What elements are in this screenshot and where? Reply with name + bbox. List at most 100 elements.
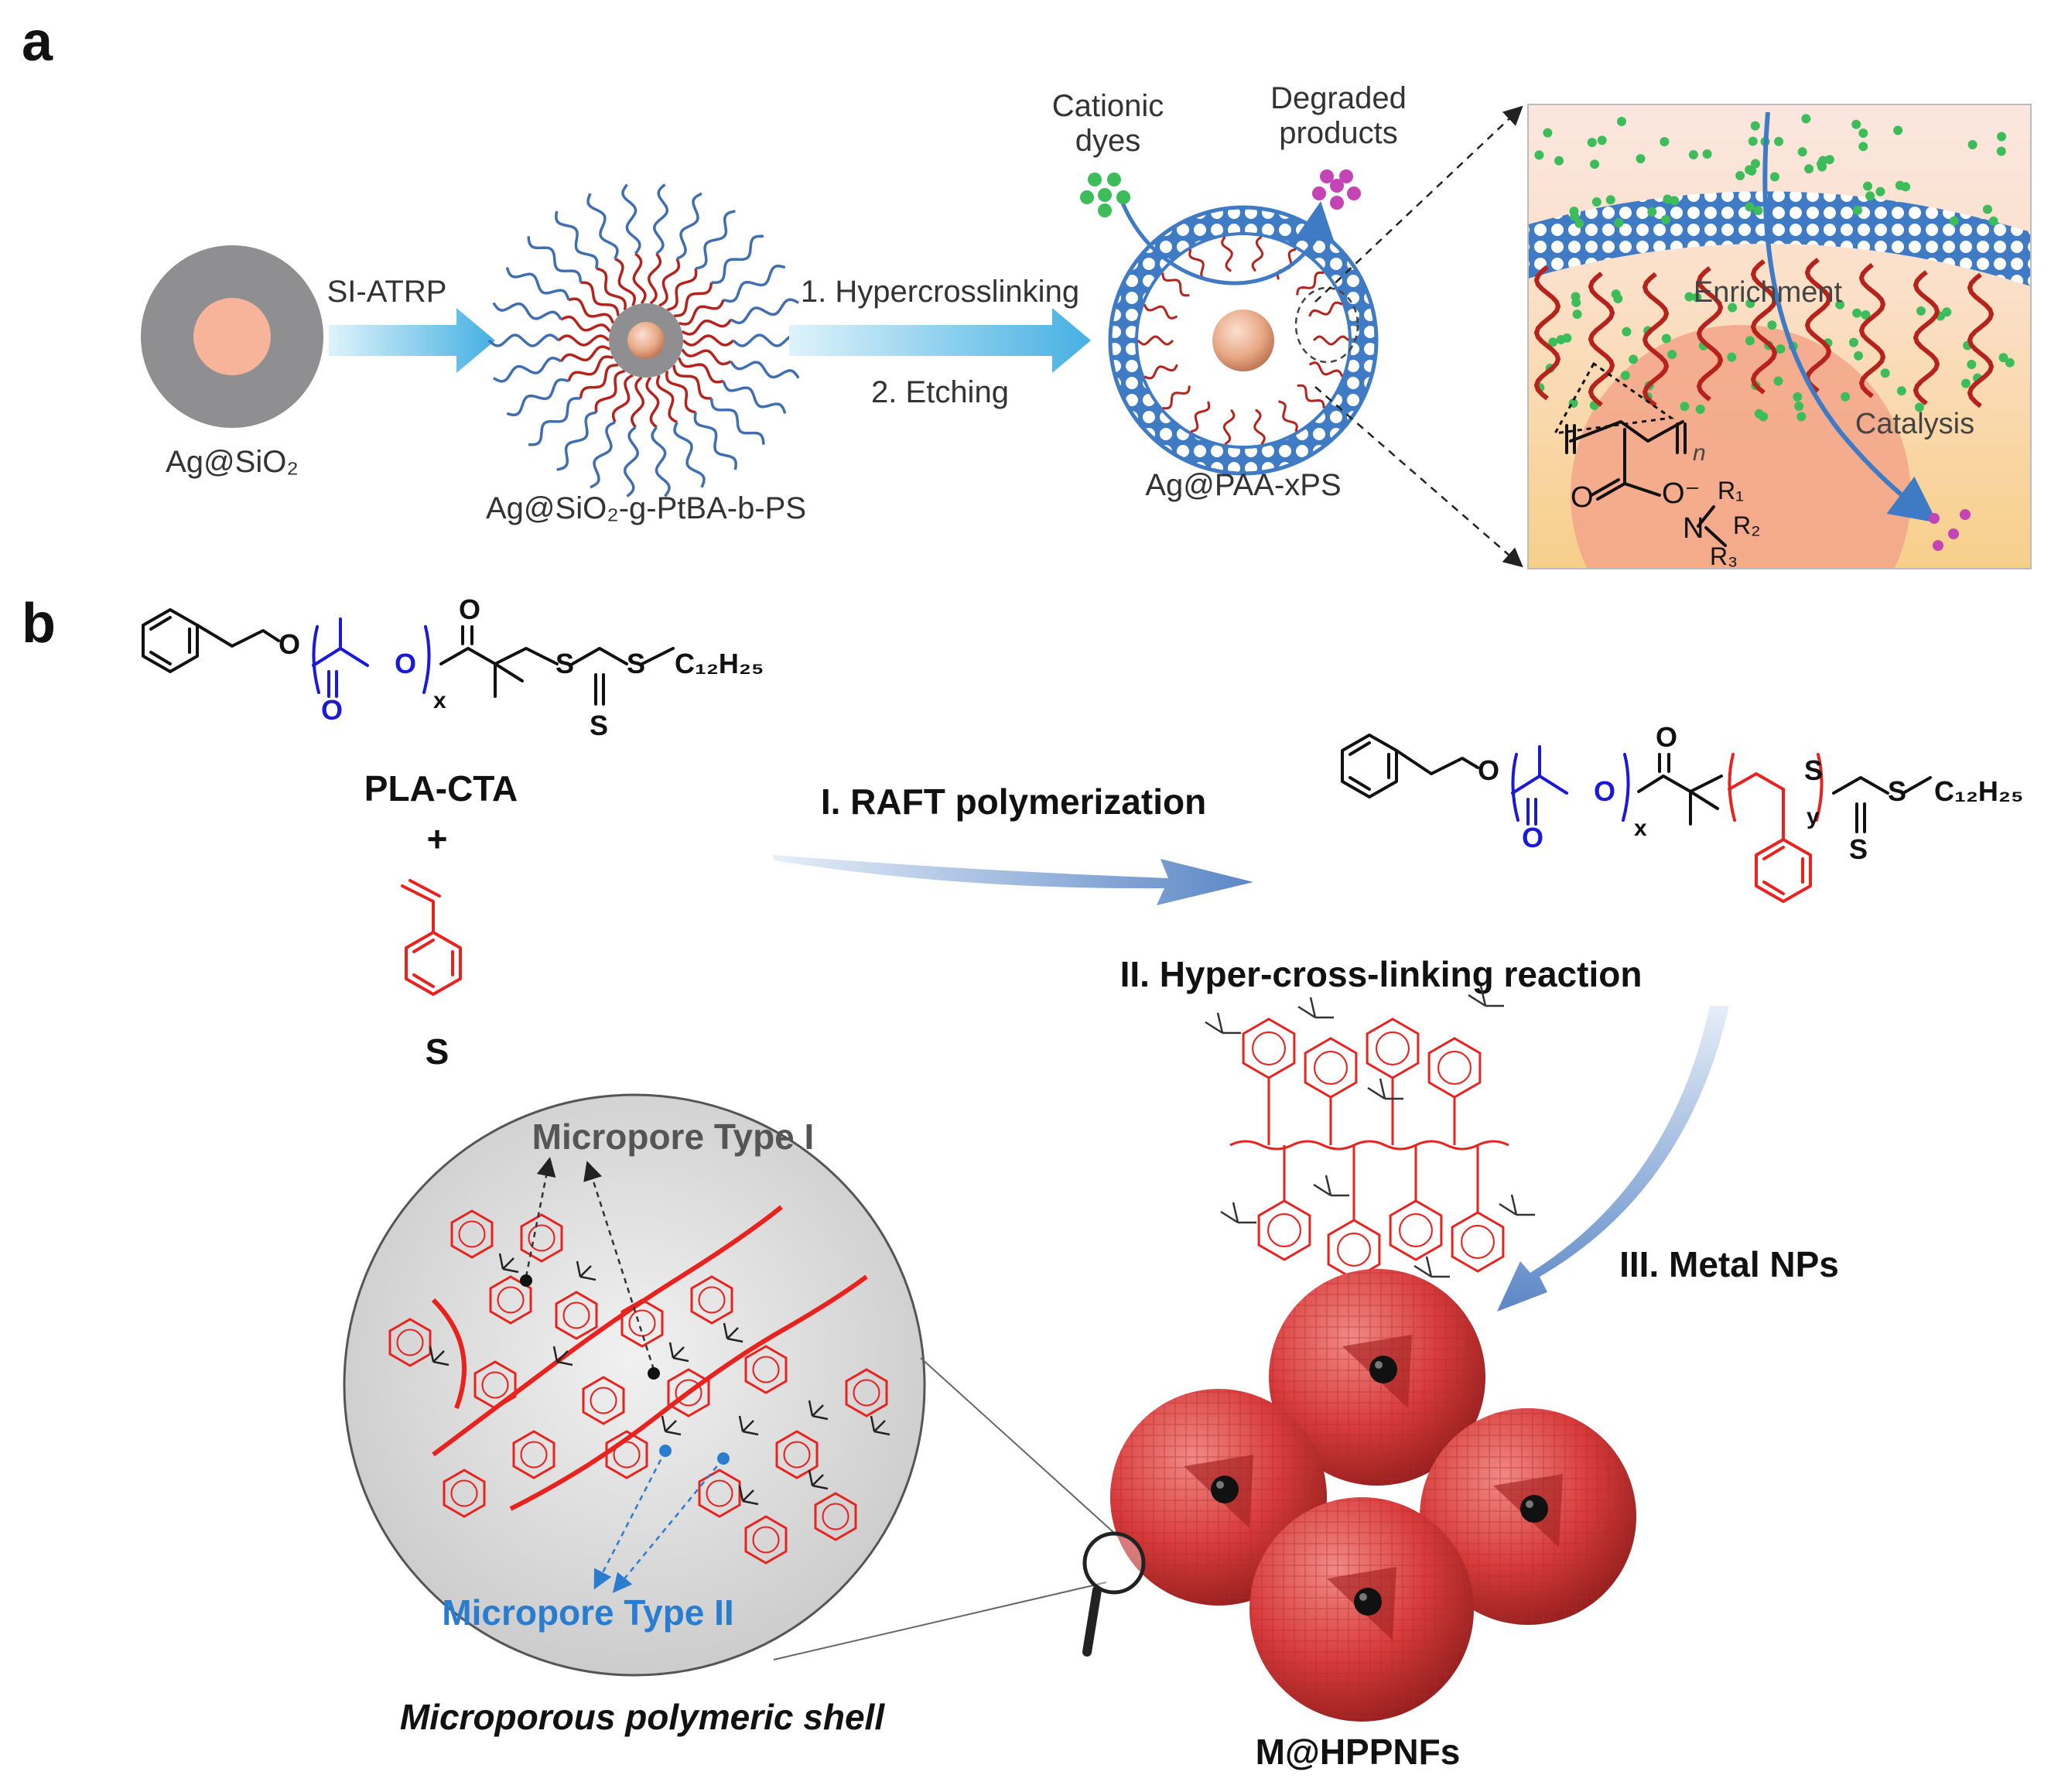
ps-block <box>492 302 562 320</box>
backbone <box>1229 1140 1509 1151</box>
dye-dot <box>1997 132 2007 142</box>
shell-ring <box>845 1368 888 1418</box>
pore-dot-4 <box>717 1452 730 1465</box>
network-ring-top-aromatic <box>1376 1031 1410 1065</box>
metal-np-core <box>1520 1495 1548 1523</box>
acetyl-group <box>1297 997 1334 1019</box>
inset-product-dots <box>1929 509 1971 551</box>
shell-ring <box>667 1368 710 1418</box>
inset-chain <box>1642 272 1670 408</box>
network-ring-bottom-aromatic <box>1267 1213 1301 1247</box>
shell-ring <box>814 1492 857 1541</box>
network-ring-top <box>1242 1017 1296 1079</box>
prod-s3: S <box>1888 775 1906 807</box>
shell-ring-aromatic <box>458 1220 486 1248</box>
pla-cta-label: PLA-CTA <box>364 768 518 809</box>
inset-chain <box>1750 259 1778 395</box>
dye-dot <box>1748 136 1758 146</box>
shell-ring <box>690 1275 733 1325</box>
paa-chain <box>1308 301 1343 317</box>
dye-dot <box>1543 128 1553 138</box>
dye-dot <box>1865 191 1875 201</box>
dye-dot <box>1835 299 1845 309</box>
acetyl-group <box>1205 1012 1241 1035</box>
dye-dot <box>1554 156 1564 166</box>
dye-dot <box>1773 376 1783 386</box>
ptba-block <box>614 257 636 306</box>
ag-sio2-particle <box>141 245 323 428</box>
inset-o-minus: O⁻ <box>1662 477 1701 510</box>
panel-b-label: b <box>22 593 56 655</box>
dye-dot <box>1614 217 1624 227</box>
shell-ring-aromatic <box>528 1224 555 1252</box>
network-ring-bottom-aromatic <box>1461 1225 1495 1259</box>
pla-s2: S <box>590 710 608 741</box>
ptba-block <box>568 297 615 324</box>
metal-np-highlight <box>1216 1481 1224 1489</box>
ptba-block <box>559 345 611 362</box>
cationic-dye-cluster <box>1080 173 1130 217</box>
dye-dot <box>1695 404 1705 414</box>
inset-o: O <box>1571 481 1594 514</box>
dye-dot <box>1611 289 1621 299</box>
carbonyl-link <box>576 1260 596 1281</box>
dye-dot <box>1998 353 2008 363</box>
dye-dot <box>1852 308 1862 318</box>
ps-block <box>711 234 764 284</box>
dye-dot <box>1745 299 1755 309</box>
hcl-label: II. Hyper-cross-linking reaction <box>1120 954 1643 994</box>
ptba-block <box>665 371 696 414</box>
dye-dot <box>1769 172 1779 182</box>
ps-block <box>693 412 737 470</box>
shell-ring <box>489 1275 532 1325</box>
micropore-type2-label: Micropore Type II <box>442 1592 733 1633</box>
dyes-label: dyes <box>1075 124 1141 158</box>
shell-ring-aromatic <box>853 1379 880 1407</box>
dye-dot <box>1745 202 1755 212</box>
prod-y: y <box>1807 804 1820 829</box>
dye-dot <box>1597 135 1607 145</box>
ps-block <box>586 193 619 259</box>
inset-r3: R₃ <box>1710 542 1738 570</box>
pla-s1: S <box>555 648 574 679</box>
network-ring-top-aromatic <box>1437 1051 1472 1085</box>
dye-dot <box>1794 401 1804 411</box>
dye-dot <box>1960 378 1971 388</box>
ptba-block <box>567 355 614 382</box>
magnifier-line-top <box>920 1357 1123 1541</box>
dye-dot <box>1854 351 1864 361</box>
acetyl-group <box>1313 1175 1349 1197</box>
magnifier-icon <box>1082 1531 1146 1657</box>
dye-dot <box>1753 206 1763 216</box>
paa-chain <box>1297 384 1325 409</box>
inset-chain <box>1967 272 1995 409</box>
dye-dot <box>1647 207 1657 217</box>
ptba-block <box>560 315 611 333</box>
ptba-block <box>557 334 610 347</box>
paa-chain <box>1221 236 1233 272</box>
inset-r2: R₂ <box>1733 511 1761 539</box>
type2-pointer-a <box>593 1450 667 1590</box>
dye-dot <box>1622 327 1632 337</box>
ptba-block <box>594 369 626 413</box>
dye-dot <box>1688 150 1698 160</box>
paa-chain <box>1312 335 1350 346</box>
ptba-block <box>656 374 678 424</box>
carbonyl-link <box>429 1346 450 1366</box>
prod-x: x <box>1634 816 1647 841</box>
degraded-label: Degraded <box>1270 81 1407 115</box>
paa-chain <box>1253 409 1266 445</box>
hypercrosslinking-label: 1. Hypercrosslinking <box>801 275 1079 309</box>
ptba-block <box>630 376 645 429</box>
inset-carboxylate-structure <box>1553 361 1727 547</box>
metal-np-core <box>1369 1356 1397 1383</box>
dye-dot <box>1574 218 1584 228</box>
ps-block <box>695 210 736 270</box>
ps-block <box>651 426 671 498</box>
metal-np-highlight <box>1526 1500 1533 1508</box>
dye-dot <box>1796 412 1807 422</box>
dye-dot <box>1851 119 1861 129</box>
dye-dot <box>1617 117 1627 127</box>
ptba-block <box>682 334 735 347</box>
magnified-shell-view <box>343 1093 926 1677</box>
